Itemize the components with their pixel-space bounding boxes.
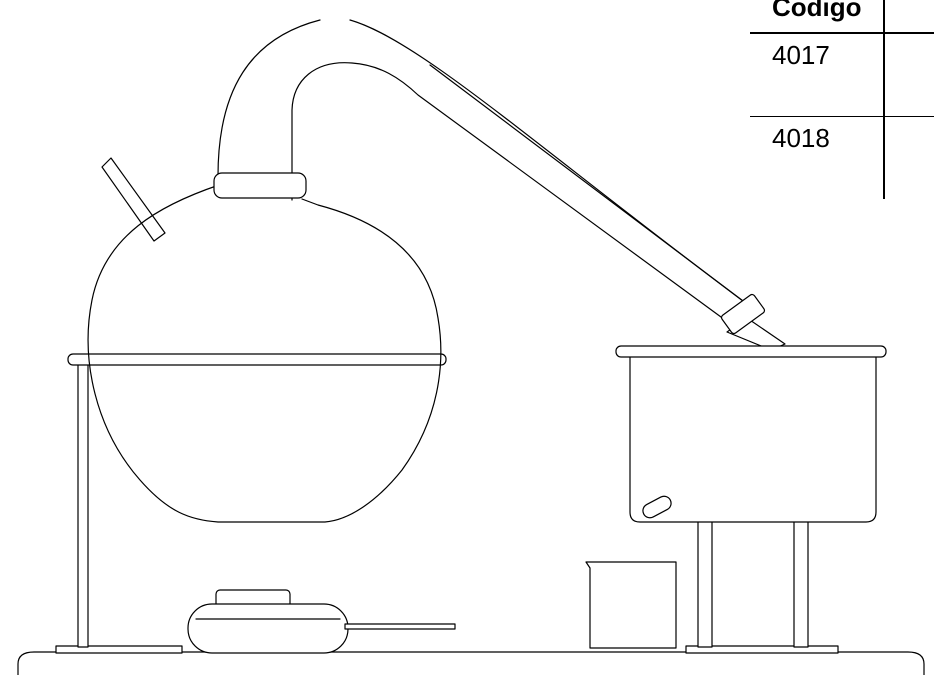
collecting-vessel — [615, 345, 887, 654]
table-row: 4018 — [750, 116, 934, 199]
description-cell — [882, 116, 934, 199]
beaker — [585, 561, 677, 649]
description-column-header — [882, 0, 934, 34]
workbench — [17, 651, 925, 675]
product-code-cell: 4018 — [772, 123, 830, 153]
product-code-table: Codigo 4017 4018 — [750, 0, 934, 199]
table-header-row: Codigo — [750, 0, 934, 34]
product-code-cell: 4017 — [750, 33, 884, 117]
ring-stand — [55, 353, 447, 654]
condenser-tube — [291, 19, 786, 351]
alcohol-burner — [187, 589, 456, 654]
description-cell — [882, 33, 934, 117]
thermometer — [101, 157, 166, 242]
round-bottom-flask — [87, 19, 442, 523]
table-row: 4017 — [750, 33, 934, 117]
code-column-header: Codigo — [750, 0, 884, 34]
